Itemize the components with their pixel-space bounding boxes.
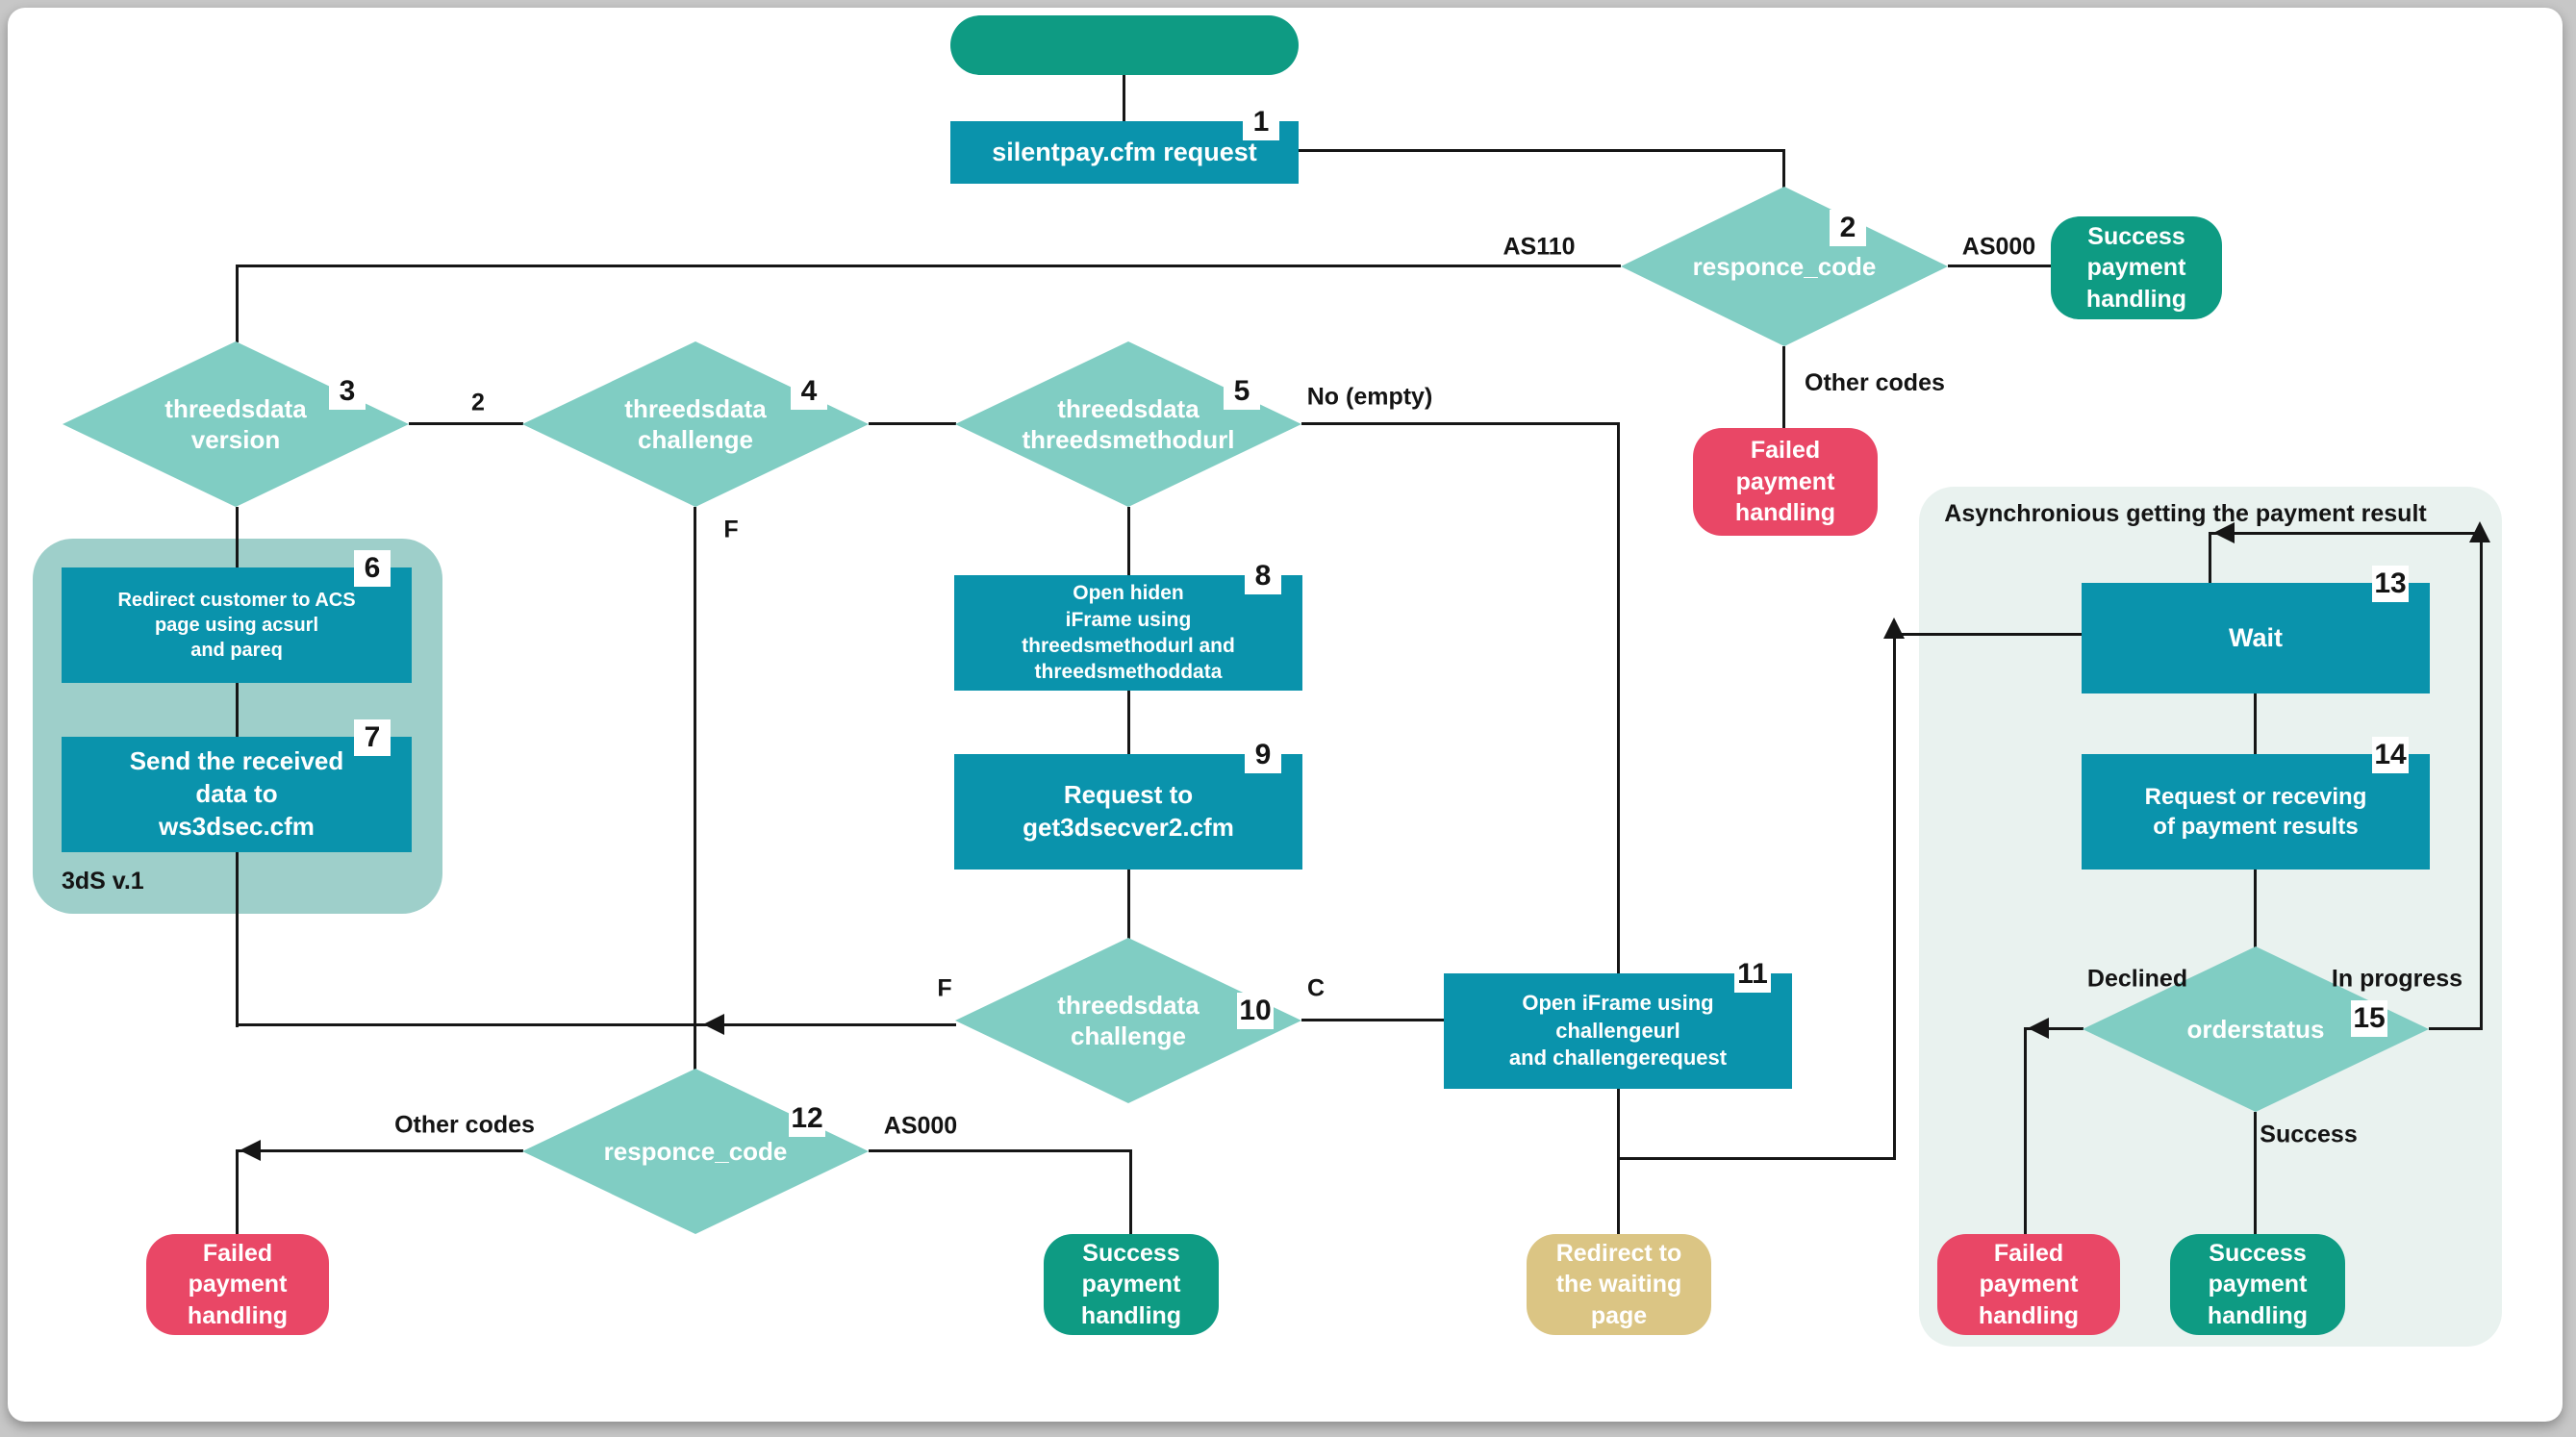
connector-other-codes-bottom: [236, 1149, 523, 1152]
node-redirect-acs: Redirect customer to ACS page using acsu…: [62, 567, 412, 683]
edge-label-version-2: 2: [471, 389, 485, 416]
connector-as000-bottom-drop: [1129, 1149, 1132, 1235]
node-failed-bottom-right: Failed payment handling: [1937, 1234, 2120, 1335]
edge-label-other-codes-bottom: Other codes: [394, 1111, 535, 1139]
badge-7: 7: [354, 719, 391, 756]
connector-loop-top: [2210, 532, 2483, 535]
edge-label-success: Success: [2260, 1121, 2358, 1148]
edge-label-in-progress: In progress: [2331, 965, 2463, 993]
connector-loop-into-wait: [2209, 532, 2211, 583]
badge-9: 9: [1245, 737, 1281, 773]
node-request-results: Request or receving of payment results: [2082, 754, 2430, 870]
connector-13-to-14: [2254, 693, 2257, 755]
node-success-top: Success payment handling: [2051, 216, 2222, 319]
node-failed-top: Failed payment handling: [1693, 428, 1878, 536]
connector-no-empty-drop: [1617, 422, 1620, 974]
connector-f-merge: [236, 1023, 956, 1026]
arrowhead-loop-left: [2213, 522, 2235, 543]
connector-in-progress: [2429, 1027, 2483, 1030]
connector-no-empty: [1301, 422, 1620, 425]
connector-5-to-8: [1127, 507, 1130, 576]
badge-5: 5: [1224, 373, 1260, 410]
badge-13: 13: [2372, 566, 2409, 602]
connector-as000-bottom: [869, 1149, 1132, 1152]
badge-10: 10: [1237, 993, 1274, 1029]
connector-11-to-redirect: [1617, 1089, 1620, 1235]
edge-label-f: F: [723, 516, 739, 543]
connector-other-codes-drop: [236, 1149, 239, 1235]
connector-8-to-9: [1127, 691, 1130, 755]
connector-7-down: [236, 852, 239, 1027]
badge-8: 8: [1245, 558, 1281, 594]
connector-11-to-wait: [1617, 1157, 1896, 1160]
connector-11-to-wait-riser: [1893, 639, 1896, 1160]
edge-label-declined: Declined: [2086, 965, 2188, 993]
start-node: [950, 15, 1299, 75]
badge-6: 6: [354, 550, 391, 587]
edge-label-c: C: [1306, 974, 1326, 1002]
connector-3-to-4: [409, 422, 523, 425]
arrowhead-other-codes-left: [240, 1140, 261, 1161]
connector-4-to-5: [869, 422, 956, 425]
node-silentpay-request: silentpay.cfm request: [950, 121, 1299, 184]
connector-c-to-11: [1301, 1019, 1445, 1021]
connector-success-drop: [2254, 1112, 2257, 1235]
connector-6-to-7: [236, 683, 239, 738]
edge-label-as110: AS110: [1503, 233, 1576, 261]
connector-14-to-15: [2254, 870, 2257, 947]
badge-15: 15: [2351, 1000, 2387, 1037]
node-failed-bottom-left: Failed payment handling: [146, 1234, 329, 1335]
badge-1: 1: [1243, 104, 1279, 140]
badge-4: 4: [791, 373, 827, 410]
node-success-bottom-right: Success payment handling: [2170, 1234, 2345, 1335]
connector-as000-top: [1948, 265, 2052, 267]
connector-1-to-2: [1299, 149, 1785, 152]
edge-label-as000-top: AS000: [1961, 233, 2036, 261]
badge-12: 12: [789, 1100, 825, 1137]
connector-declined: [2024, 1027, 2084, 1030]
arrowhead-f-left: [703, 1014, 724, 1035]
connector-in-progress-riser: [2480, 539, 2483, 1029]
connector-1-to-2-drop: [1782, 149, 1785, 188]
connector-9-to-10: [1127, 870, 1130, 939]
connector-4-f-trunk: [694, 507, 696, 1070]
connector-3-to-6: [236, 507, 239, 568]
node-redirect-waiting-page: Redirect to the waiting page: [1527, 1234, 1711, 1335]
connector-start-to-1: [1123, 75, 1125, 121]
node-open-iframe-challenge: Open iFrame using challengeurl and chall…: [1444, 973, 1792, 1089]
node-open-hidden-iframe: Open hiden iFrame using threedsmethodurl…: [954, 575, 1302, 691]
node-request-get3dsecver2: Request to get3dsecver2.cfm: [954, 754, 1302, 870]
edge-label-as000-bottom: AS000: [883, 1112, 958, 1140]
panel-title: Asynchronious getting the payment result: [1944, 500, 2427, 527]
connector-as110-drop: [236, 265, 239, 342]
badge-3: 3: [329, 373, 366, 410]
edge-label-other-codes-top: Other codes: [1805, 369, 1945, 396]
node-success-bottom: Success payment handling: [1044, 1234, 1219, 1335]
badge-11: 11: [1734, 956, 1771, 993]
container-3ds-label: 3dS v.1: [62, 868, 144, 895]
node-wait: Wait: [2082, 583, 2430, 693]
connector-into-wait: [1893, 633, 2083, 636]
edge-label-no-empty: No (empty): [1306, 383, 1433, 411]
connector-declined-drop: [2024, 1027, 2027, 1235]
connector-other-codes-top: [1782, 346, 1785, 429]
badge-14: 14: [2372, 737, 2409, 773]
connector-as110: [236, 265, 1621, 267]
arrowhead-declined-left: [2028, 1018, 2049, 1039]
node-send-ws3dsec: Send the received data to ws3dsec.cfm: [62, 737, 412, 852]
badge-2: 2: [1830, 210, 1866, 246]
edge-label-f2: F: [937, 974, 952, 1002]
